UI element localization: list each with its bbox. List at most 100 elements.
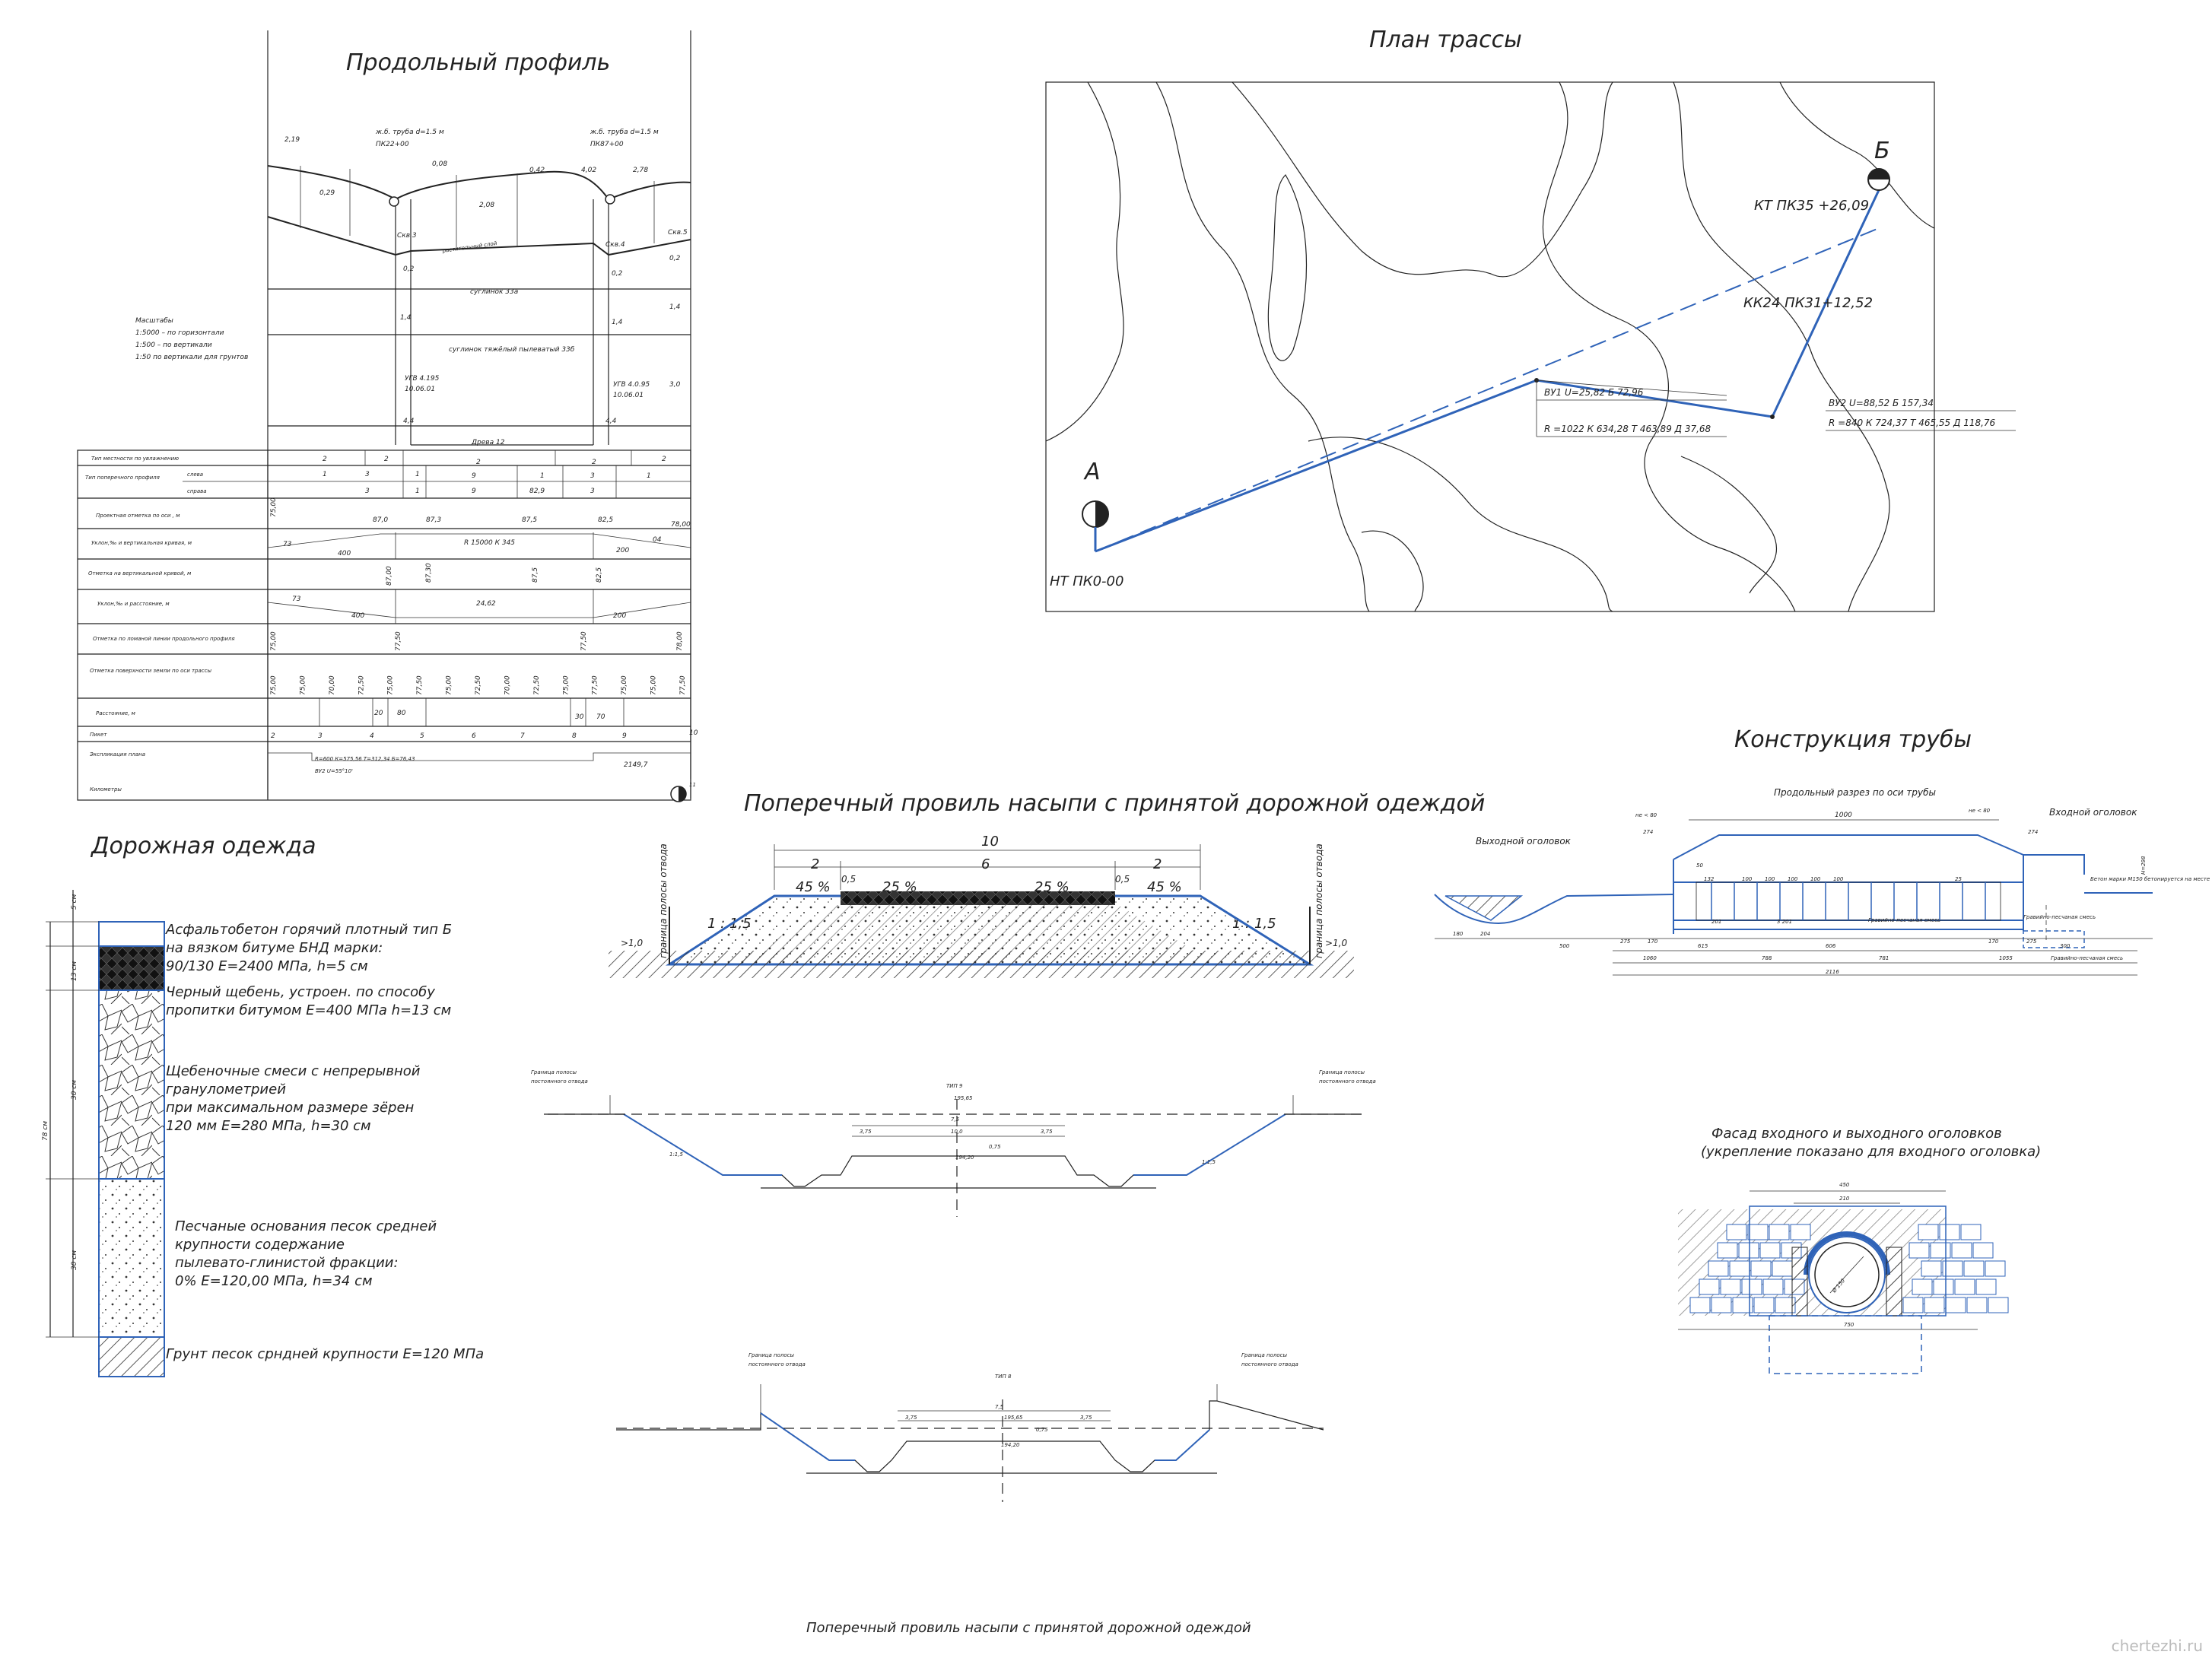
svg-text:82,9: 82,9 xyxy=(529,488,545,495)
svg-text:10: 10 xyxy=(981,834,999,850)
svg-text:450: 450 xyxy=(1839,1182,1850,1188)
facade-block xyxy=(1954,1278,1975,1295)
svg-text:25 %: 25 % xyxy=(882,879,917,895)
svg-text:7: 7 xyxy=(520,732,525,740)
svg-text:6: 6 xyxy=(981,856,990,872)
svg-text:100: 100 xyxy=(1788,876,1798,882)
svg-text:4: 4 xyxy=(370,732,374,740)
facade-block xyxy=(1738,1242,1759,1259)
profile-title: Продольный профиль xyxy=(346,49,610,76)
svg-text:3: 3 xyxy=(365,471,370,478)
facade-block xyxy=(1750,1260,1772,1277)
svg-text:при максимальном размере зёрен: при максимальном размере зёрен xyxy=(166,1100,415,1116)
facade-block xyxy=(1711,1297,1732,1313)
pavement-structure: Дорожная одежда 5 см 13 см 30 см 30 см 7… xyxy=(42,833,484,1377)
svg-text:1: 1 xyxy=(415,471,420,478)
svg-text:0,5: 0,5 xyxy=(1115,874,1130,885)
svg-text:2,78: 2,78 xyxy=(633,167,648,174)
svg-text:200: 200 xyxy=(616,547,629,554)
svg-text:2: 2 xyxy=(811,856,819,872)
svg-text:1:1,5: 1:1,5 xyxy=(669,1151,683,1158)
svg-text:Уклон,‰ и вертикальная кривая,: Уклон,‰ и вертикальная кривая, м xyxy=(91,540,192,546)
pavement-title: Дорожная одежда xyxy=(90,833,316,859)
facade-block xyxy=(1912,1278,1933,1295)
svg-text:постоянного отвода: постоянного отвода xyxy=(531,1078,588,1085)
svg-text:Скв.4: Скв.4 xyxy=(605,241,625,249)
svg-text:1: 1 xyxy=(323,471,327,478)
svg-text:24,62: 24,62 xyxy=(476,600,496,608)
svg-text:Фасад входного и выходного ого: Фасад входного и выходного оголовков xyxy=(1711,1126,2002,1142)
facade-block xyxy=(1769,1224,1790,1240)
facade-block xyxy=(1753,1297,1775,1313)
ground-mark: 75,00 xyxy=(446,675,453,695)
svg-text:ВУ1 U=25,82 Б 72,96: ВУ1 U=25,82 Б 72,96 xyxy=(1544,387,1644,398)
svg-text:1060: 1060 xyxy=(1643,955,1657,961)
ground-mark: 72,50 xyxy=(475,675,482,695)
svg-text:73: 73 xyxy=(283,541,292,548)
svg-text:201: 201 xyxy=(1711,919,1721,925)
svg-text:7,5: 7,5 xyxy=(951,1116,960,1123)
facade-block xyxy=(1933,1278,1954,1295)
svg-text:R 15000 К 345: R 15000 К 345 xyxy=(464,539,515,547)
svg-text:слева: слева xyxy=(187,472,203,478)
svg-text:100: 100 xyxy=(1833,876,1844,882)
svg-text:194,20: 194,20 xyxy=(955,1155,974,1161)
svg-text:10,0: 10,0 xyxy=(951,1129,963,1135)
svg-text:170: 170 xyxy=(1648,939,1658,945)
facade-block xyxy=(1960,1224,1982,1240)
svg-text:Отметка по ломаной линии продо: Отметка по ломаной линии продольного про… xyxy=(93,636,235,642)
svg-text:400: 400 xyxy=(351,612,364,620)
facade-block xyxy=(1790,1224,1811,1240)
svg-text:204: 204 xyxy=(1480,931,1490,937)
svg-text:2,19: 2,19 xyxy=(284,136,300,144)
svg-text:Асфальтобетон горячий плотный: Асфальтобетон горячий плотный тип Б xyxy=(165,922,452,938)
cross-title: Поперечный провиль насыпи с принятой дор… xyxy=(744,790,1485,817)
facade-blocks xyxy=(1689,1224,2009,1313)
svg-text:3: 3 xyxy=(318,732,323,740)
svg-text:0% Е=120,00 МПа, h=34 см: 0% Е=120,00 МПа, h=34 см xyxy=(175,1273,373,1289)
facade-block xyxy=(1732,1297,1753,1313)
cross-section: Поперечный провиль насыпи с принятой дор… xyxy=(609,790,1485,978)
svg-text:3: 3 xyxy=(365,488,370,495)
svg-text:Входной оголовок: Входной оголовок xyxy=(2049,807,2137,818)
svg-text:7,5: 7,5 xyxy=(995,1404,1004,1410)
pipe-title: Конструкция трубы xyxy=(1734,726,1972,753)
svg-text:Черный щебень, устроен. по спо: Черный щебень, устроен. по способу xyxy=(166,984,435,1000)
svg-text:132: 132 xyxy=(1704,876,1715,882)
svg-text:R =840 К 724,37 Т 465,55 Д 118: R =840 К 724,37 Т 465,55 Д 118,76 xyxy=(1829,418,1996,428)
facade-block xyxy=(1717,1242,1738,1259)
svg-text:25 %: 25 % xyxy=(1034,879,1069,895)
ground-mark: 75,00 xyxy=(299,675,307,695)
svg-text:3,75: 3,75 xyxy=(905,1415,917,1421)
svg-text:Километры: Километры xyxy=(90,786,122,792)
svg-text:200: 200 xyxy=(613,612,626,620)
svg-text:78,00: 78,00 xyxy=(676,631,684,651)
svg-text:194,20: 194,20 xyxy=(1001,1442,1020,1448)
svg-text:Песчаные основания песок средн: Песчаные основания песок средней xyxy=(175,1218,437,1234)
svg-text:50: 50 xyxy=(1696,862,1703,869)
facade-block xyxy=(1963,1260,1985,1277)
svg-text:275: 275 xyxy=(2026,939,2037,945)
svg-text:75,00: 75,00 xyxy=(270,631,278,651)
svg-text:78,00: 78,00 xyxy=(671,521,691,529)
svg-text:(укрепление показано для входн: (укрепление показано для входного оголов… xyxy=(1701,1144,2041,1160)
svg-text:ПК22+00: ПК22+00 xyxy=(376,141,409,148)
ground-mark: 75,00 xyxy=(621,675,628,695)
typical-section-1: ТИП 9 195,65 7,5 10,0 3,75 3,75 0,75 194… xyxy=(531,1069,1376,1217)
svg-text:Граница полосы: Граница полосы xyxy=(748,1352,795,1358)
route-plan: План трассы А Б НТ ПК0- xyxy=(1045,27,2016,612)
svg-text:ТИП 9: ТИП 9 xyxy=(946,1083,963,1089)
svg-text:1000: 1000 xyxy=(1835,812,1852,819)
svg-text:70: 70 xyxy=(596,713,605,721)
svg-text:8: 8 xyxy=(572,732,577,740)
svg-text:2: 2 xyxy=(592,459,596,466)
svg-text:Тип местности по увлажнению: Тип местности по увлажнению xyxy=(91,456,179,462)
facade-block xyxy=(1924,1297,1945,1313)
svg-text:5: 5 xyxy=(420,732,424,740)
facade-block xyxy=(1772,1260,1793,1277)
svg-text:9: 9 xyxy=(472,488,476,495)
svg-text:615: 615 xyxy=(1698,943,1708,949)
svg-text:87,5: 87,5 xyxy=(522,516,537,524)
svg-text:2,08: 2,08 xyxy=(479,202,494,209)
svg-text:87,00: 87,00 xyxy=(386,566,393,586)
